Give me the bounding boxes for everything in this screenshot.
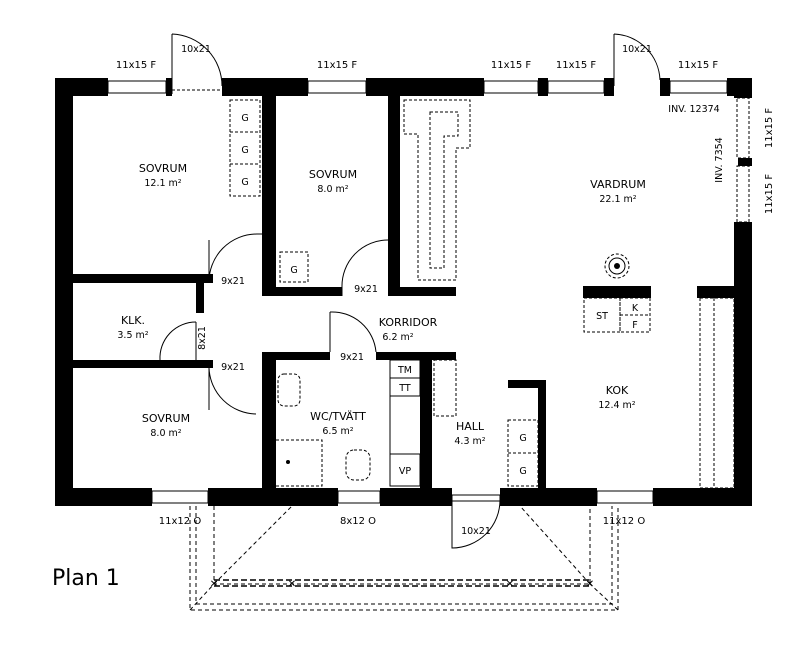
- window-label-top-2: 11x15 F: [317, 60, 358, 71]
- window-label-bottom-left: 11x12 O: [159, 516, 202, 527]
- room-area-klk: 3.5 m²: [117, 330, 148, 341]
- room-name-sovrum-3: SOVRUM: [142, 412, 190, 425]
- doors: [159, 33, 661, 549]
- window-label-top-1: 11x15 F: [116, 60, 157, 71]
- room-name-sovrum-1: SOVRUM: [139, 162, 187, 175]
- f-label: F: [632, 320, 637, 331]
- inventory-label-1: INV. 12374: [668, 104, 719, 115]
- vp-label: VP: [399, 466, 411, 477]
- wardrobe-label: G: [241, 145, 248, 156]
- k-label: K: [632, 303, 639, 314]
- room-name-klk: KLK.: [121, 314, 145, 327]
- room-area-korridor: 6.2 m²: [382, 332, 413, 343]
- svg-text:✕: ✕: [506, 579, 514, 590]
- fixtures: [229, 99, 735, 489]
- terrace: ✕ ✕ ✕ ✕: [189, 505, 619, 611]
- room-area-wc: 6.5 m²: [322, 426, 353, 437]
- room-name-sovrum-2: SOVRUM: [309, 168, 357, 181]
- wardrobe-label: G: [241, 177, 248, 188]
- door-label-sovrum-3: 9x21: [221, 362, 245, 373]
- window-label-right-1: 11x15 F: [764, 108, 775, 149]
- door-label-wc: 9x21: [340, 352, 364, 363]
- wardrobe-label: G: [241, 113, 248, 124]
- door-label-klk: 8x21: [197, 326, 208, 350]
- svg-text:✕: ✕: [210, 579, 218, 590]
- tt-label: TT: [398, 383, 411, 394]
- window-label-bottom-right: 11x12 O: [603, 516, 646, 527]
- door-label-sovrum-1: 9x21: [221, 276, 245, 287]
- door-label-entrance: 10x21: [461, 526, 491, 537]
- plan-title: Plan 1: [52, 566, 120, 591]
- room-area-sovrum-1: 12.1 m²: [144, 178, 181, 189]
- svg-text:✕: ✕: [288, 579, 296, 590]
- interior-walls: [73, 96, 734, 506]
- window-label-top-3: 11x15 F: [491, 60, 532, 71]
- inventory-label-2: INV. 7354: [714, 137, 725, 182]
- room-area-hall: 4.3 m²: [454, 436, 485, 447]
- room-name-korridor: KORRIDOR: [379, 316, 438, 329]
- wardrobe-label: G: [290, 265, 297, 276]
- window-label-bottom-mid: 8x12 O: [340, 516, 376, 527]
- exterior-walls: [55, 78, 752, 506]
- window-label-top-5: 11x15 F: [678, 60, 719, 71]
- door-label-top-right: 10x21: [622, 44, 652, 55]
- windows: [107, 80, 750, 504]
- room-name-vardagsrum: VARDRUM: [590, 178, 646, 191]
- wardrobe-label: G: [519, 466, 526, 477]
- room-area-sovrum-3: 8.0 m²: [150, 428, 181, 439]
- svg-text:✕: ✕: [586, 579, 594, 590]
- room-area-kok: 12.4 m²: [598, 400, 635, 411]
- window-label-right-2: 11x15 F: [764, 174, 775, 215]
- tm-label: TM: [397, 365, 412, 376]
- room-area-vardagsrum: 22.1 m²: [599, 194, 636, 205]
- room-area-sovrum-2: 8.0 m²: [317, 184, 348, 195]
- wardrobe-label: G: [519, 433, 526, 444]
- room-name-hall: HALL: [456, 420, 485, 433]
- room-name-wc: WC/TVÄTT: [310, 410, 366, 423]
- room-name-kok: KOK: [606, 384, 629, 397]
- stove-label: ST: [596, 311, 608, 322]
- door-label-sovrum-2: 9x21: [354, 284, 378, 295]
- door-label-top-left: 10x21: [181, 44, 211, 55]
- window-label-top-4: 11x15 F: [556, 60, 597, 71]
